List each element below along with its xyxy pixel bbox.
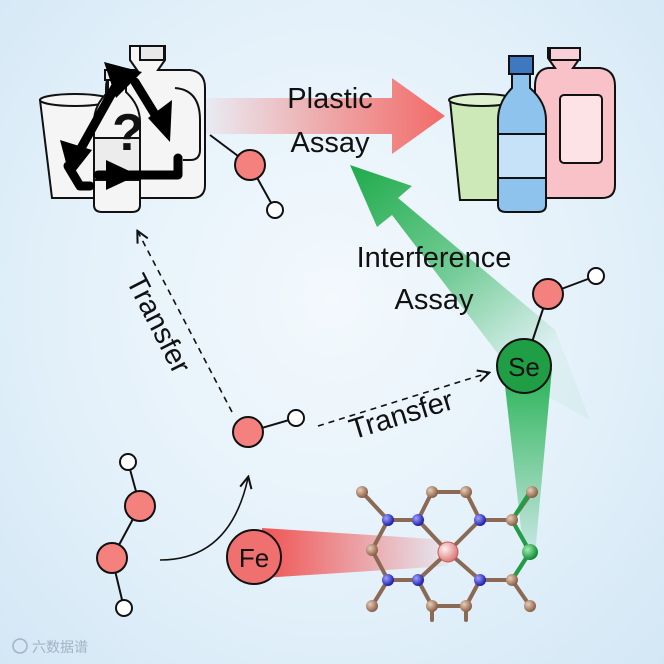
se-glow-beam [503,368,552,555]
se-atom: Se [496,338,552,394]
recycle-icon-arrowheads [60,62,172,190]
fe-glow-beam [262,528,448,578]
transfer-arrow-right [317,373,488,427]
plastic-assay-label-line1: Plastic [287,83,372,115]
oh-radical-center [232,409,305,448]
question-icon: ? [112,104,144,162]
h2o2-molecule [96,453,156,617]
reaction-arrow [159,478,248,561]
fe-atom: Fe [226,529,282,585]
interference-assay-label-line1: Interference [357,242,512,274]
watermark: 六数据谱 [12,638,88,656]
ho-molecule-top [209,134,284,219]
svg-text:六数据谱: 六数据谱 [32,640,88,656]
plastic-assay-label-line2: Assay [291,127,370,159]
interference-assay-label-line2: Assay [395,284,474,316]
svg-text:Se: Se [508,352,540,382]
sorted-plastics [448,47,616,213]
transfer-label-right: Transfer [346,384,458,446]
transfer-label-left: Transfer [119,269,196,379]
catalyst-framework [356,486,538,622]
plastic-assay-arrow [205,78,445,154]
svg-text:Fe: Fe [239,543,269,573]
transfer-arrow-left [138,232,233,413]
